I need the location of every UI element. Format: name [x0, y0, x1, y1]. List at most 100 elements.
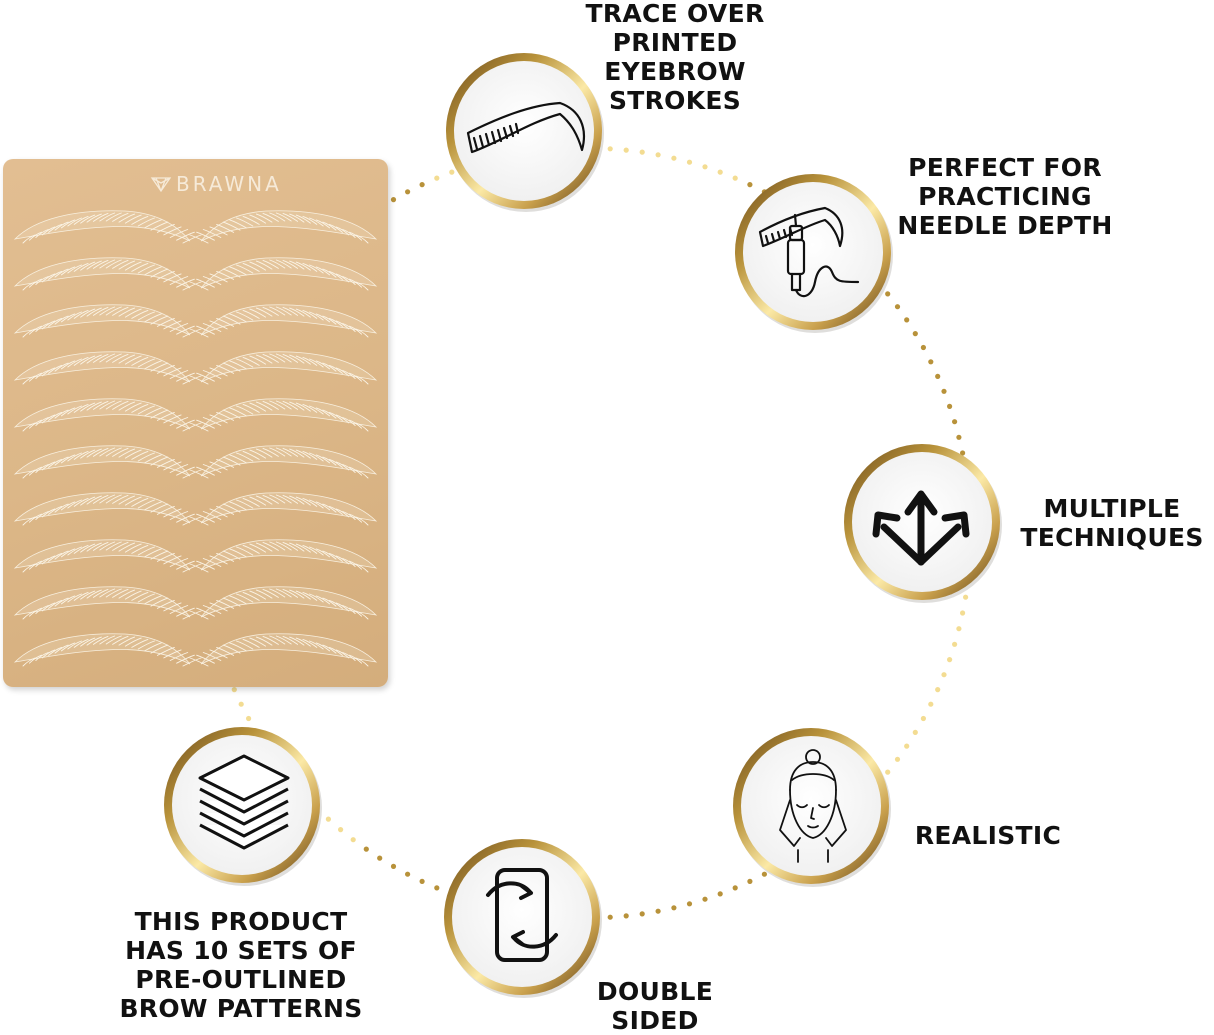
ring-dot	[947, 657, 953, 663]
printed-eyebrow	[189, 351, 378, 385]
ring-dot	[686, 159, 693, 165]
ring-dot	[639, 911, 645, 917]
printed-eyebrow	[13, 210, 202, 244]
printed-eyebrow	[13, 633, 202, 667]
ring-dot	[920, 715, 927, 722]
ring-dot	[904, 317, 910, 323]
ring-dot	[956, 434, 962, 440]
ring-dot	[885, 769, 891, 775]
printed-eyebrow	[13, 398, 202, 432]
badge-trace	[446, 53, 604, 212]
ring-dot	[246, 715, 252, 722]
ring-dot	[956, 626, 962, 632]
ring-dot	[338, 827, 344, 833]
ring-dot	[941, 388, 947, 394]
badge-sets	[164, 727, 322, 886]
printed-eyebrow	[189, 492, 378, 526]
layers-icon	[198, 754, 290, 850]
printed-eyebrow	[13, 351, 202, 385]
printed-eyebrow	[13, 492, 202, 526]
ring-dot	[717, 891, 723, 897]
badge-double	[444, 839, 602, 998]
ring-dot	[238, 701, 244, 707]
ring-dot	[885, 291, 891, 297]
ring-dot	[894, 304, 901, 310]
printed-eyebrow	[13, 445, 202, 479]
ring-dot	[747, 182, 753, 188]
printed-eyebrow	[189, 539, 378, 573]
ring-dot	[434, 175, 440, 181]
ring-dot	[623, 913, 629, 919]
ring-dot	[912, 729, 918, 736]
ring-dot	[928, 359, 934, 365]
ring-dot	[686, 901, 693, 907]
ring-dot	[639, 149, 645, 155]
ring-dot	[952, 641, 958, 647]
ring-dot	[363, 846, 369, 852]
ring-dot	[671, 155, 677, 161]
ring-dot	[390, 197, 397, 203]
ring-dot	[390, 863, 397, 870]
ring-dot	[702, 896, 708, 902]
printed-eyebrow	[189, 445, 378, 479]
printed-eyebrow	[13, 304, 202, 338]
brand-name: BRAWNA	[176, 172, 282, 196]
ring-dot	[904, 743, 910, 749]
ring-dot	[935, 687, 941, 693]
ring-dot	[717, 169, 723, 175]
ring-dot	[928, 701, 934, 707]
feature-label-realistic: REALISTIC	[914, 821, 1062, 850]
ring-dot	[419, 182, 425, 188]
ring-dot	[405, 189, 411, 195]
tattoo-pen-icon	[758, 206, 860, 298]
badge-techniques	[844, 444, 1002, 603]
ring-dot	[702, 164, 708, 170]
ring-dot	[655, 908, 661, 914]
ring-dot	[623, 147, 629, 153]
face-icon	[779, 749, 847, 863]
printed-eyebrow	[189, 304, 378, 338]
eyebrow-stroke-icon	[466, 101, 586, 154]
ring-dot	[747, 878, 753, 885]
ring-dot	[607, 146, 613, 152]
printed-eyebrow	[189, 210, 378, 244]
flip-sides-icon	[486, 868, 558, 962]
ring-dot	[952, 419, 958, 425]
ring-dot	[377, 855, 383, 861]
ring-dot	[325, 816, 331, 822]
ring-dot	[405, 871, 411, 877]
ring-dot	[655, 152, 661, 158]
badge-realistic	[733, 728, 891, 887]
ring-dot	[912, 331, 918, 337]
printed-eyebrow	[189, 586, 378, 620]
eyebrow-patterns	[13, 210, 378, 667]
ring-dot	[449, 169, 455, 175]
ring-dot	[350, 837, 356, 843]
ring-dot	[947, 403, 953, 409]
ring-dot	[894, 756, 901, 762]
diamond-logo-icon	[150, 177, 172, 193]
practice-skin-pad	[3, 159, 388, 687]
printed-eyebrow	[13, 257, 202, 291]
badge-needle	[735, 174, 893, 333]
three-arrows-icon	[872, 490, 970, 566]
ring-dot	[732, 885, 738, 891]
ring-dot	[941, 672, 947, 678]
ring-dot	[434, 885, 440, 891]
ring-dot	[607, 914, 613, 920]
ring-dot	[960, 610, 966, 616]
printed-eyebrow	[189, 398, 378, 432]
ring-dot	[935, 373, 941, 379]
brand-logo: BRAWNA	[150, 172, 282, 196]
printed-eyebrow	[189, 257, 378, 291]
ring-dot	[419, 878, 425, 885]
ring-dot	[732, 175, 738, 181]
ring-dot	[920, 344, 927, 351]
